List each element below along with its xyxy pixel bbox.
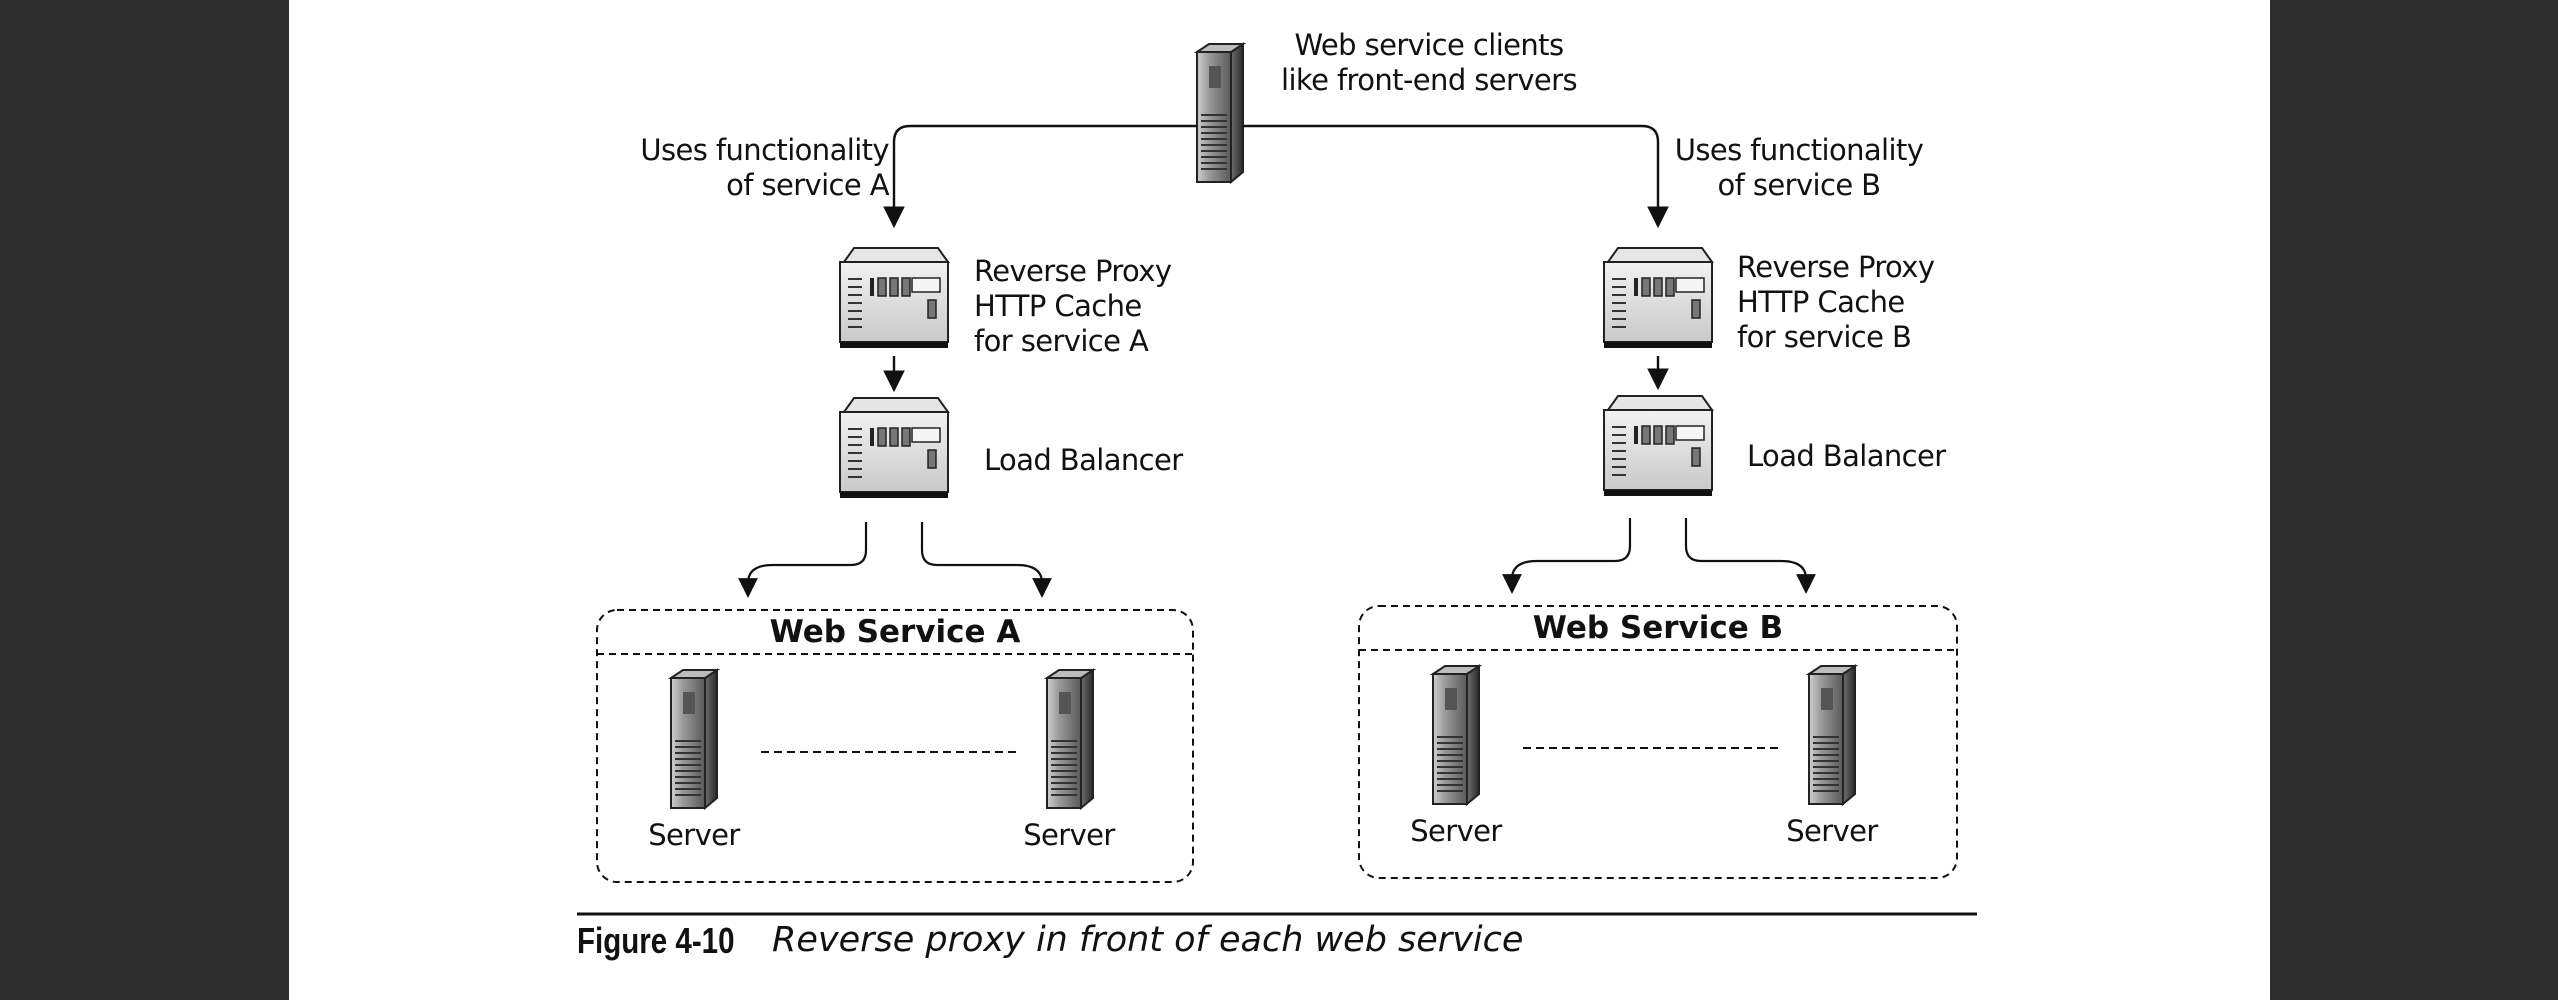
server-a2-icon [1046,669,1094,809]
balancer-a-label: Load Balancer [984,443,1183,477]
balancer-b-icon [1603,395,1713,497]
balancer-b-label: Load Balancer [1747,439,1946,473]
web-service-b-title: Web Service B [1532,610,1784,646]
figure-number: Figure 4-10 [577,920,735,961]
server-a1-icon [670,669,718,809]
figure-caption-text: Reverse proxy in front of each web servi… [772,920,1524,960]
server-b1-icon [1432,665,1480,805]
server-a2-label: Server [1023,818,1115,852]
balancer-a-icon [839,397,949,499]
edge-to-proxy-b [1243,124,1669,229]
edge-balancer-b-to-server-b2 [1684,518,1816,594]
edge-to-proxy-a [883,124,1197,229]
server-b1-label: Server [1410,814,1502,848]
proxy-b-icon [1603,247,1713,349]
server-b2-icon [1808,665,1856,805]
server-b2-label: Server [1786,814,1878,848]
web-service-a-title: Web Service A [769,614,1021,650]
edge-balancer-a-to-server-a1 [738,522,868,598]
web-service-a-group [596,609,1194,883]
figure-caption: Figure 4-10 Reverse proxy in front of ea… [577,920,1977,970]
diagram-canvas [577,43,1977,916]
edge-balancer-a-to-server-a2 [920,522,1052,598]
edge-balancer-b-to-server-b1 [1502,518,1632,594]
web-service-b-group [1358,605,1958,879]
client-server-icon [1196,43,1244,183]
proxy-a-icon [839,247,949,349]
server-a1-label: Server [648,818,740,852]
